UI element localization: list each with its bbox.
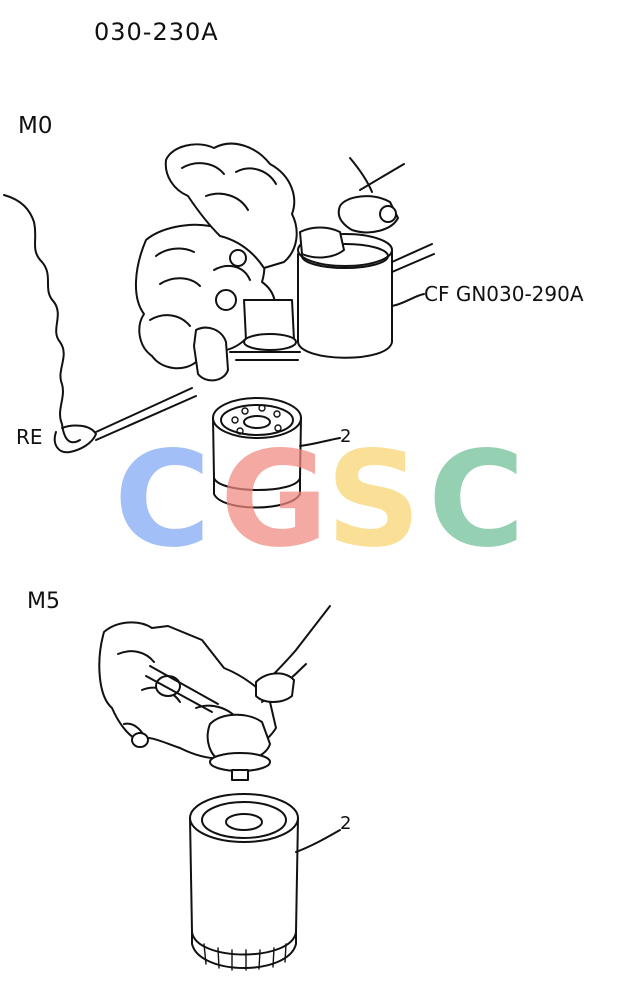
callout-re: RE (16, 425, 43, 449)
filter-m5-ring (201, 801, 287, 839)
filter-m0-leader (299, 437, 341, 447)
cf-pipe (391, 243, 435, 273)
filter-m0-hole-1 (231, 416, 239, 424)
return-cable (3, 194, 81, 444)
m5-plug-2 (131, 732, 149, 748)
filter-m0-hole-3 (258, 404, 266, 412)
pump-arm-detail (181, 162, 277, 211)
filter-m5-center (225, 813, 263, 831)
filter-housing-cf (297, 249, 393, 359)
pump-bolt-2 (229, 249, 247, 267)
variant-label-m5: M5 (27, 589, 60, 614)
banjo-pipe (229, 351, 301, 361)
callout-part-2-m0: 2 (340, 426, 352, 447)
filter-m0-body (212, 417, 302, 479)
drawing-code: 030-230A (94, 18, 219, 46)
filter-housing-cf-rim (301, 243, 389, 269)
pump-bolt-1 (215, 289, 237, 311)
pump-arm (164, 142, 298, 269)
pump-outlet (193, 326, 229, 382)
filter-m5-leader (295, 829, 341, 853)
watermark-letter-2: G (220, 423, 329, 577)
variant-label-m0: M0 (18, 113, 53, 139)
feed-hose (349, 157, 405, 193)
feed-bolt (379, 205, 397, 223)
filter-m5-body (189, 817, 299, 933)
watermark-letter-4: C (428, 423, 525, 577)
filter-m0-base (213, 477, 301, 509)
return-pipe (95, 387, 197, 441)
m5-bracket (145, 665, 219, 713)
filter-m5-base (191, 931, 297, 969)
mount-flange (243, 333, 297, 351)
filter-m0-inner (220, 404, 294, 436)
m5-nipple (231, 769, 249, 781)
filter-m0-hole-4 (273, 410, 281, 418)
filter-m0-hole-5 (274, 424, 282, 432)
pump-detail-1 (149, 247, 251, 327)
m5-hose-fitting (255, 672, 295, 703)
cf-leader (391, 293, 425, 307)
filter-m0-center (243, 415, 271, 429)
watermark-letter-3: S (326, 423, 422, 577)
feed-banjo (337, 195, 399, 234)
callout-part-2-m5: 2 (340, 813, 352, 834)
callout-cf: CF GN030-290A (424, 282, 584, 306)
filter-m0-hole-6 (236, 427, 244, 435)
watermark-letter-1: C (114, 423, 211, 577)
filter-m0-hole-2 (241, 407, 249, 415)
feed-hose-2 (299, 226, 345, 259)
filter-m5-grip (203, 943, 287, 971)
m5-head-flange (209, 752, 271, 772)
return-cable-end (53, 424, 97, 454)
